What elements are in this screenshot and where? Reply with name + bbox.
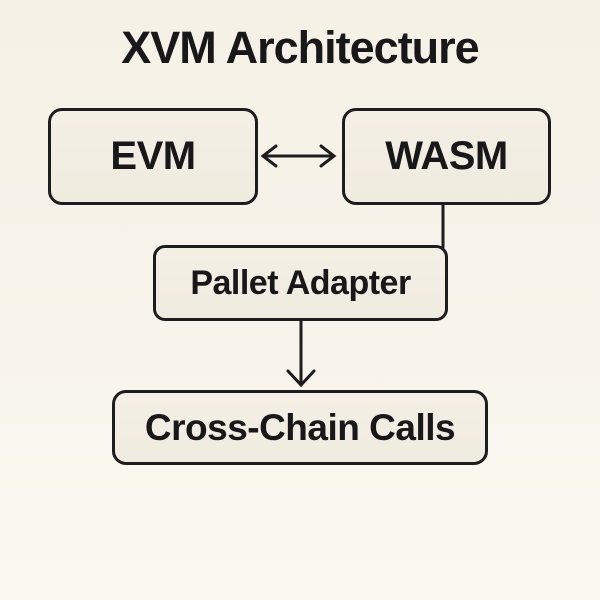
node-wasm: WASM	[342, 108, 551, 205]
down-arrow-icon	[286, 319, 316, 388]
node-cross-chain-calls: Cross-Chain Calls	[112, 390, 488, 465]
node-cross-chain-calls-label: Cross-Chain Calls	[144, 406, 456, 448]
node-evm: EVM	[48, 108, 258, 205]
node-wasm-label: WASM	[385, 134, 508, 178]
node-pallet-adapter: Pallet Adapter	[153, 245, 448, 321]
node-evm-label: EVM	[110, 134, 196, 178]
bidirectional-arrow-icon	[260, 144, 337, 168]
node-pallet-adapter-label: Pallet Adapter	[190, 263, 411, 302]
diagram-title: XVM Architecture	[121, 22, 479, 73]
